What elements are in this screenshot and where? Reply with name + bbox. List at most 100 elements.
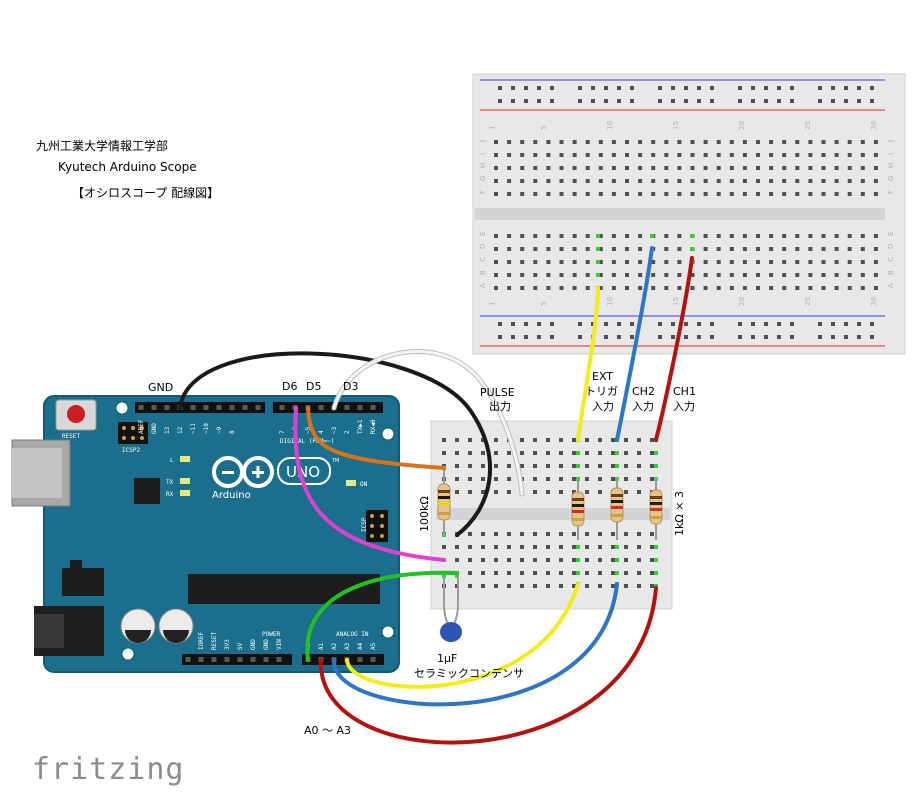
breadboard-hole: [638, 286, 643, 290]
breadboard-hole: [520, 558, 524, 562]
power-pin-label: 3V3: [224, 639, 231, 650]
breadboard-hole: [494, 273, 498, 277]
small-breadboard-holes: [442, 438, 658, 588]
rail-hole: [777, 335, 781, 339]
breadboard-hole: [860, 247, 865, 251]
reset-button[interactable]: [67, 405, 85, 423]
breadboard-hole: [782, 179, 787, 183]
breadboard-hole: [455, 545, 459, 549]
breadboard-hole: [585, 545, 589, 549]
breadboard-hole: [624, 451, 628, 455]
digital-pin-label: 2: [344, 430, 351, 434]
breadboard-hole: [690, 286, 695, 290]
breadboard-hole: [546, 532, 550, 536]
breadboard-hole: [494, 477, 498, 481]
breadboard-hole: [572, 273, 577, 277]
rail-hole: [857, 335, 861, 339]
breadboard-hole: [611, 153, 616, 157]
breadboard-hole: [611, 286, 616, 290]
breadboard-hole: [782, 140, 787, 144]
breadboard-hole: [782, 273, 787, 277]
rail-hole: [591, 99, 595, 103]
rail-hole: [604, 86, 608, 90]
breadboard-hole: [625, 179, 629, 183]
breadboard-hole: [703, 234, 708, 238]
breadboard-hole: [677, 273, 682, 277]
breadboard-hole: [847, 153, 852, 157]
rail-hole: [537, 335, 541, 339]
breadboard-hole: [847, 247, 852, 251]
label-d5: D5: [306, 380, 321, 393]
breadboard-hole: [559, 451, 563, 455]
breadboard-hole: [494, 490, 498, 494]
breadboard-hole: [533, 558, 537, 562]
breadboard-hole: [585, 179, 590, 183]
breadboard-hole: [507, 464, 511, 468]
breadboard-hole: [559, 532, 563, 536]
rail-hole: [630, 335, 634, 339]
breadboard-hole: [769, 234, 774, 238]
rail-hole: [550, 86, 554, 90]
breadboard-hole: [507, 166, 512, 170]
rail-hole: [738, 322, 742, 326]
breadboard-hole: [598, 532, 602, 536]
rail-hole: [658, 86, 662, 90]
breadboard-hole: [729, 234, 734, 238]
rail-hole: [671, 99, 675, 103]
breadboard-hole: [834, 247, 839, 251]
header-pin: [164, 405, 170, 410]
digital-label: DIGITAL (PWM=~): [280, 438, 334, 445]
breadboard-hole: [546, 545, 550, 549]
rail-hole: [617, 322, 621, 326]
breadboard-hole: [559, 140, 564, 144]
breadboard-hole: [808, 179, 813, 183]
breadboard-hole: [611, 438, 615, 442]
breadboard-hole: [873, 247, 878, 251]
active-hole: [615, 571, 619, 575]
rail-hole: [697, 335, 701, 339]
breadboard-hole: [637, 438, 641, 442]
breadboard-hole: [624, 477, 628, 481]
breadboard-hole: [585, 286, 590, 290]
breadboard-hole: [795, 286, 800, 290]
wire-orange-d5: [306, 406, 446, 470]
row-letter: D: [479, 244, 487, 249]
rail-hole: [658, 335, 662, 339]
breadboard-hole: [651, 273, 656, 277]
rail-hole: [764, 322, 768, 326]
breadboard-hole: [611, 260, 616, 264]
header-pin: [229, 405, 235, 410]
breadboard-hole: [585, 490, 589, 494]
row-letter: F: [887, 190, 895, 194]
breadboard-hole: [533, 153, 538, 157]
breadboard-hole: [873, 140, 878, 144]
main-holes: [494, 140, 878, 290]
breadboard-hole: [690, 140, 695, 144]
breadboard-hole: [546, 166, 551, 170]
breadboard-hole: [860, 260, 865, 264]
rail-hole: [818, 99, 822, 103]
resistor-1k-ch1: [649, 478, 663, 540]
digital-pin-label: ~3: [331, 426, 338, 434]
breadboard-hole: [520, 571, 524, 575]
breadboard-hole: [716, 286, 721, 290]
breadboard-hole: [650, 545, 654, 549]
row-letter: G: [479, 176, 487, 181]
rail-hole: [658, 99, 662, 103]
breadboard-hole: [651, 179, 656, 183]
label-ext-input: 入力: [592, 400, 614, 413]
breadboard-hole: [598, 273, 603, 277]
breadboard-hole: [494, 464, 498, 468]
rail-hole: [764, 99, 768, 103]
breadboard-hole: [585, 584, 589, 588]
breadboard-hole: [598, 192, 603, 196]
breadboard-hole: [520, 273, 525, 277]
breadboard-hole: [716, 247, 721, 251]
breadboard-hole: [611, 477, 615, 481]
breadboard-hole: [481, 464, 485, 468]
digital-pin-label: 13: [164, 426, 171, 434]
breadboard-hole: [821, 179, 826, 183]
breadboard-hole: [533, 179, 538, 183]
breadboard-hole: [873, 166, 878, 170]
breadboard-hole: [703, 179, 708, 183]
